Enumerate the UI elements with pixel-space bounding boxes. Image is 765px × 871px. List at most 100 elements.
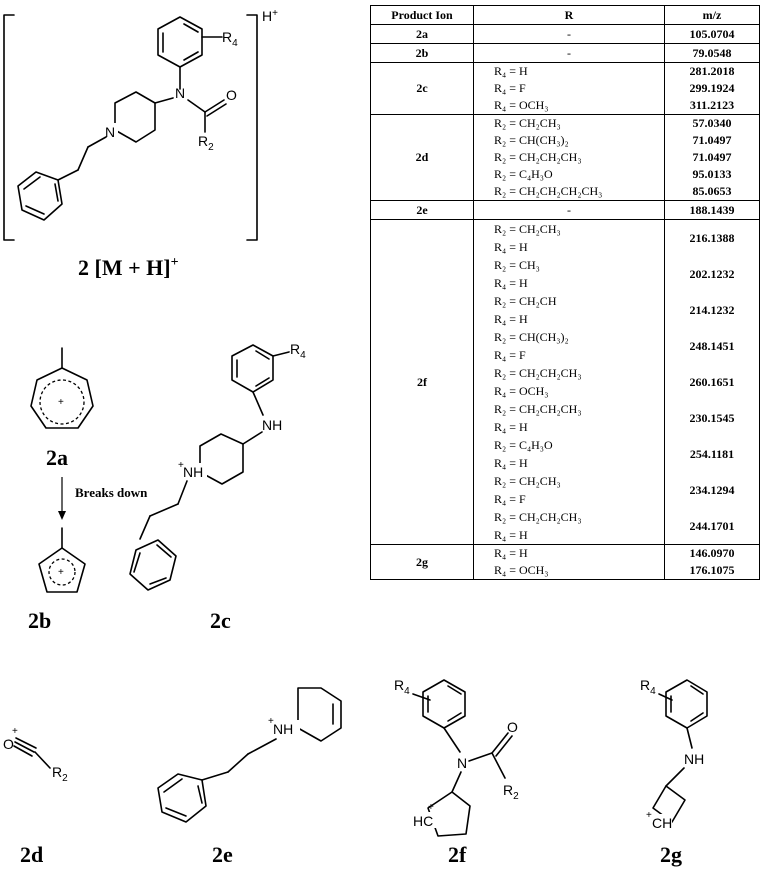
structure-2d: + O R2 2d <box>3 726 68 867</box>
mz-value: 214.1232 <box>689 303 735 317</box>
product-ion-cell: 2f <box>370 219 474 545</box>
label-2d: 2d <box>20 842 43 867</box>
mz-value: 248.1451 <box>689 339 735 353</box>
mz-value: 79.0548 <box>692 46 732 60</box>
product-ion-cell: 2e <box>370 200 474 220</box>
structure-2c: R4 NH + NH 2c <box>129 341 306 633</box>
r-cell: - <box>473 200 665 220</box>
r-value: R₂ = CH₂CH₂CH₃ <box>494 402 582 416</box>
r4-2g: R4 <box>640 677 656 697</box>
product-ion-cell: 2a <box>370 24 474 44</box>
breakdown-arrow: Breaks down <box>58 477 148 520</box>
mz-value: 176.1075 <box>689 563 735 577</box>
mz-value: 57.0340 <box>692 116 732 130</box>
r-value: R₄ = OCH₃ <box>494 384 549 398</box>
mz-value: 254.1181 <box>689 447 735 461</box>
r-value: R₄ = H <box>494 546 528 560</box>
r-pair: R₂ = CH(CH₃)₂ R₄ = F <box>494 328 664 364</box>
label-2c: 2c <box>210 608 231 633</box>
r-cell: - <box>473 24 665 44</box>
label-2g: 2g <box>660 842 682 867</box>
label-2f: 2f <box>448 842 467 867</box>
r-value: R₄ = H <box>494 528 528 542</box>
r-value: R₂ = CH₂CH₂CH₃ <box>494 510 582 524</box>
mz-value: 85.0653 <box>692 184 732 198</box>
amine-2g: NH <box>684 751 704 767</box>
charge-2e: + <box>268 716 274 727</box>
r-value: R₄ = F <box>494 492 526 506</box>
mz-value: 188.1439 <box>689 203 735 217</box>
r-pair: R₂ = CH₂CH₂CH₃ R₄ = H <box>494 508 664 544</box>
carbonyl-oxygen: O <box>226 87 237 103</box>
mz-cell: 105.0704 <box>664 24 760 44</box>
r-value: R₂ = CH₂CH₃ <box>494 116 561 130</box>
r-value: R₄ = H <box>494 276 528 290</box>
r-cell: R₄ = H R₄ = OCH₃ <box>473 544 665 580</box>
r-value: R₂ = CH₂CH₂CH₃ <box>494 150 582 164</box>
mz-value: 216.1388 <box>689 231 735 245</box>
left-bracket <box>3 14 15 241</box>
label-2a: 2a <box>46 445 68 470</box>
product-ion-cell: 2b <box>370 43 474 63</box>
mz-value: 234.1294 <box>689 483 735 497</box>
amine-2c: NH <box>262 417 282 433</box>
label-2e: 2e <box>212 842 233 867</box>
header-product-ion: Product Ion <box>370 5 474 25</box>
mz-cell: 188.1439 <box>664 200 760 220</box>
r-value: R₂ = CH₂CH <box>494 294 557 308</box>
arrow-label: Breaks down <box>75 485 148 500</box>
mz-value: 95.0133 <box>692 167 732 181</box>
cyclopentadienyl-charge: + <box>58 567 64 578</box>
mz-value: 230.1545 <box>689 411 735 425</box>
r-value: R₄ = F <box>494 81 526 95</box>
r-value: - <box>567 27 571 41</box>
r-value: R₄ = H <box>494 240 528 254</box>
r-value: - <box>567 46 571 60</box>
table-row: 2a - 105.0704 <box>370 24 760 44</box>
r-value: R₄ = F <box>494 348 526 362</box>
tropylium-charge: + <box>58 397 64 408</box>
r2-2d: R2 <box>52 764 68 784</box>
charge-2f: + <box>428 802 434 813</box>
mz-value: 244.1701 <box>689 519 735 533</box>
r-value: R₄ = H <box>494 420 528 434</box>
mz-cell: 79.0548 <box>664 43 760 63</box>
r-cell: - <box>473 43 665 63</box>
charge-2g: + <box>646 810 652 821</box>
r4-2c: R4 <box>290 341 306 361</box>
r-value: R₂ = CH(CH₃)₂ <box>494 330 569 344</box>
r-value: R₄ = OCH₃ <box>494 563 549 577</box>
r-value: R₄ = H <box>494 312 528 326</box>
r-pair: R₂ = CH₂CH₂CH₃ R₄ = H <box>494 400 664 436</box>
r4-substituent: R4 <box>222 29 238 49</box>
structure-2g: R4 NH + CH 2g <box>640 677 708 867</box>
charge-2c: + <box>178 460 184 471</box>
oxygen-2f: O <box>507 719 518 735</box>
header-mz: m/z <box>664 5 760 25</box>
r2-2f: R2 <box>503 782 519 802</box>
mz-value: 71.0497 <box>692 133 732 147</box>
header-r: R <box>473 5 665 25</box>
amide-n-2f: N <box>457 755 467 771</box>
product-ion-cell: 2d <box>370 114 474 201</box>
charge-2d: + <box>12 726 18 737</box>
parent-label: 2 [M + H]+ <box>78 255 179 280</box>
r-pair: R₂ = CH₂CH R₄ = H <box>494 292 664 328</box>
r-value: - <box>567 203 571 217</box>
r-value: R₄ = OCH₃ <box>494 98 549 112</box>
structure-2b: + 2b <box>28 527 86 633</box>
r-value: R₂ = CH₃ <box>494 258 540 272</box>
r-pair: R₂ = CH₃ R₄ = H <box>494 256 664 292</box>
r-value: R₄ = H <box>494 456 528 470</box>
